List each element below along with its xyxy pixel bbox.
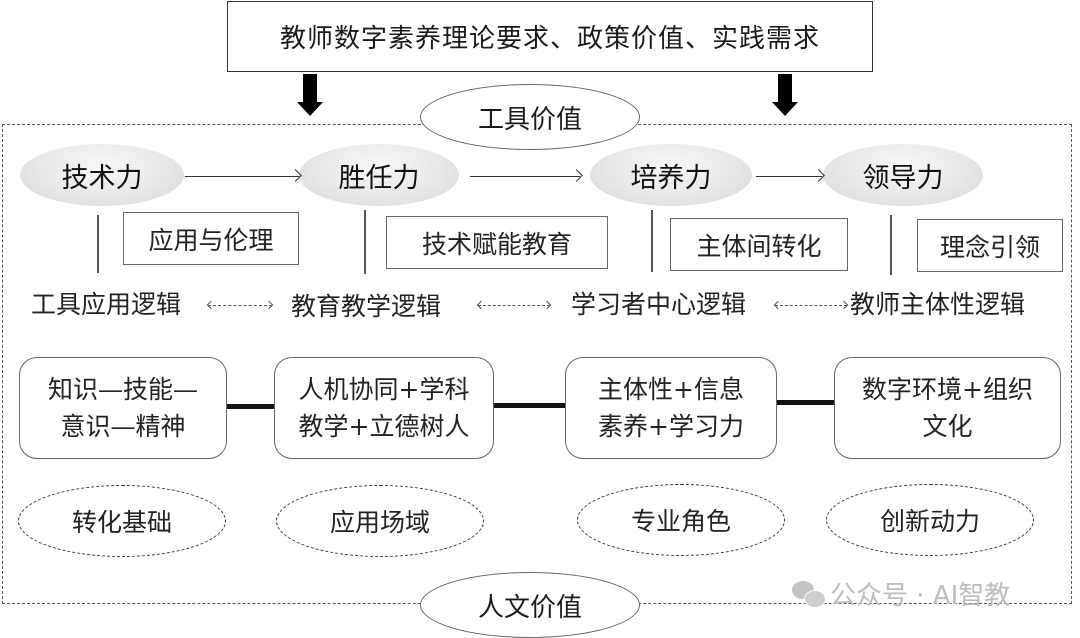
role-oval: 专业角色 [577, 484, 785, 556]
connector-line [97, 215, 99, 273]
role-label: 应用场域 [329, 508, 430, 537]
dimension-box: 主体间转化 [670, 218, 848, 271]
content-link [227, 404, 274, 409]
capability-label: 领导力 [862, 162, 944, 194]
dimension-label: 技术赋能教育 [421, 229, 572, 259]
progression-arrow [470, 176, 580, 177]
content-line: 素养+学习力 [598, 412, 744, 441]
role-oval: 应用场域 [276, 485, 484, 557]
connector-line [364, 210, 366, 274]
source-requirements-text: 教师数字素养理论要求、政策价值、实践需求 [279, 24, 820, 54]
content-link [494, 403, 565, 408]
capability-label: 技术力 [61, 162, 143, 194]
tool-value-label: 工具价值 [477, 104, 582, 135]
role-label: 转化基础 [71, 508, 172, 537]
logic-label: 教育教学逻辑 [291, 292, 442, 321]
bidirectional-arrow [208, 305, 272, 306]
watermark: 公众号 · AI智教 [792, 575, 1010, 612]
watermark-text: 公众号 · AI智教 [830, 581, 1011, 611]
dimension-label: 理念引领 [939, 232, 1040, 262]
logic-label: 工具应用逻辑 [31, 290, 182, 319]
content-box: 知识—技能— 意识—精神 [19, 357, 227, 459]
capability-label: 胜任力 [338, 162, 420, 194]
progression-arrow [756, 176, 822, 177]
capability-leadership: 领导力 [823, 144, 983, 206]
content-line: 教学+立德树人 [298, 412, 470, 441]
content-box: 数字环境+组织文化 [834, 357, 1061, 459]
bidirectional-arrow [775, 305, 847, 306]
role-oval: 创新动力 [826, 484, 1034, 556]
content-line: 人机协同+学科 [298, 375, 470, 404]
bidirectional-arrow [478, 305, 550, 306]
content-line: 数字环境+组织 [862, 375, 1033, 404]
content-line: 文化 [922, 412, 973, 441]
content-box: 主体性+信息素养+学习力 [565, 357, 777, 459]
dimension-box: 技术赋能教育 [386, 216, 608, 269]
content-box: 人机协同+学科教学+立德树人 [274, 357, 494, 459]
dimension-box: 理念引领 [917, 219, 1063, 272]
wechat-icon [792, 580, 826, 608]
humanistic-value-oval: 人文价值 [420, 572, 640, 638]
dimension-label: 主体间转化 [696, 231, 822, 261]
connector-line [890, 215, 892, 275]
connector-line [651, 210, 653, 272]
dimension-label: 应用与伦理 [148, 225, 274, 255]
capability-technology: 技术力 [20, 144, 184, 206]
dimension-box: 应用与伦理 [123, 212, 299, 265]
role-label: 创新动力 [879, 507, 980, 536]
content-line: 知识—技能— [47, 375, 198, 404]
role-oval: 转化基础 [18, 485, 226, 557]
source-requirements-box: 教师数字素养理论要求、政策价值、实践需求 [227, 1, 873, 72]
logic-label: 学习者中心逻辑 [571, 290, 747, 319]
role-label: 专业角色 [630, 507, 731, 536]
capability-label: 培养力 [630, 162, 712, 194]
tool-value-oval: 工具价值 [420, 84, 640, 150]
capability-competence: 胜任力 [299, 144, 459, 206]
content-link [777, 400, 834, 405]
logic-label: 教师主体性逻辑 [850, 290, 1026, 319]
content-line: 主体性+信息 [598, 375, 744, 404]
progression-arrow [185, 176, 299, 177]
humanistic-value-label: 人文价值 [477, 592, 582, 623]
content-line: 意识—精神 [60, 412, 186, 441]
capability-cultivation: 培养力 [590, 144, 752, 206]
